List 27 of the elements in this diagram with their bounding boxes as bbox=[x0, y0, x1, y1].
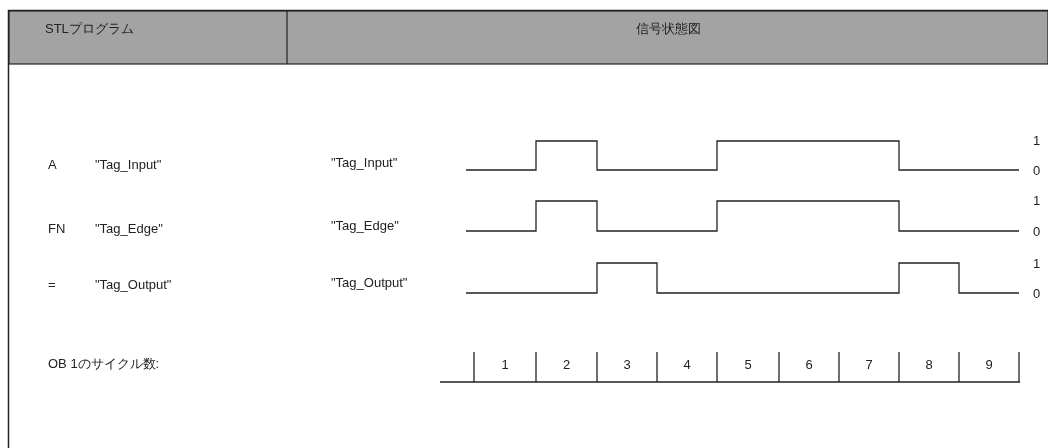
axis-label: OB 1のサイクル数: bbox=[48, 356, 160, 372]
tag-name: "Tag_Input" bbox=[95, 157, 162, 173]
tag-name: "Tag_Output" bbox=[95, 277, 172, 293]
column-heading: STLプログラム bbox=[45, 21, 134, 37]
stl-instruction: FN bbox=[48, 221, 66, 237]
cycle-number: 4 bbox=[683, 357, 691, 373]
cycle-number: 5 bbox=[744, 357, 752, 373]
signal-label: "Tag_Output" bbox=[331, 275, 408, 291]
level-label: 0 bbox=[1033, 224, 1041, 240]
signal-label: "Tag_Edge" bbox=[331, 218, 399, 234]
cycle-number: 2 bbox=[562, 357, 571, 373]
cycle-number: 7 bbox=[865, 357, 873, 373]
cycle-number: 6 bbox=[805, 357, 813, 373]
cycle-number: 1 bbox=[501, 357, 509, 373]
stl-instruction: A bbox=[48, 157, 57, 173]
stl-instruction: = bbox=[48, 277, 56, 293]
level-label: 1 bbox=[1033, 256, 1041, 272]
cycle-number: 9 bbox=[985, 357, 993, 373]
signal-label: "Tag_Input" bbox=[331, 155, 398, 171]
level-label: 0 bbox=[1033, 286, 1041, 302]
column-heading: 信号状態図 bbox=[635, 21, 701, 37]
level-label: 0 bbox=[1033, 163, 1041, 179]
cycle-number: 3 bbox=[623, 357, 631, 373]
level-label: 1 bbox=[1033, 133, 1041, 149]
cycle-number: 8 bbox=[925, 357, 933, 373]
level-label: 1 bbox=[1033, 193, 1041, 209]
tag-name: "Tag_Edge" bbox=[95, 221, 163, 237]
